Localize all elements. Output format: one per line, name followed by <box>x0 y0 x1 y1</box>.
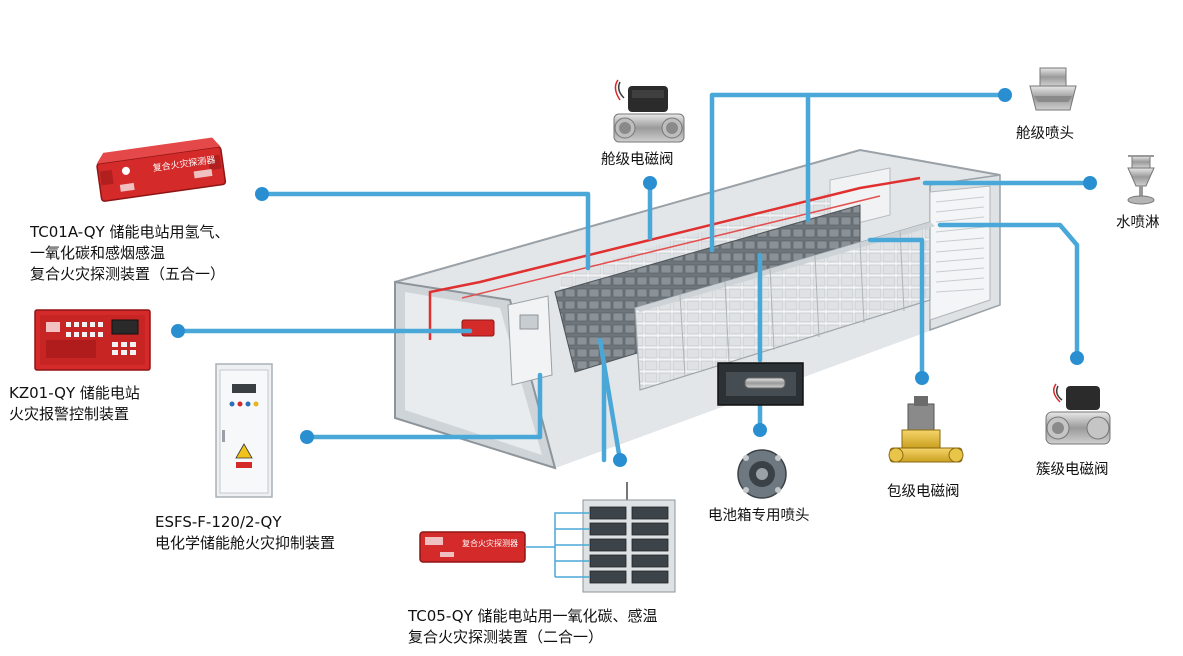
line-tc01a <box>259 191 591 271</box>
dot-tc01a <box>255 187 269 201</box>
label-kz01-line1: KZ01-QY 储能电站 <box>9 384 140 402</box>
connector-lines <box>175 92 1093 463</box>
dot-kz01 <box>171 324 185 338</box>
line-cabin-nozzle <box>709 92 1008 253</box>
battery-container <box>394 148 1001 470</box>
esfs-cabinet-image <box>215 363 273 498</box>
dot-esfs <box>300 430 314 444</box>
control-cabinet <box>507 295 553 386</box>
box-nozzle-image <box>717 362 804 499</box>
line-esfs <box>304 372 543 440</box>
cabin-valve-image <box>613 79 685 143</box>
line-tc05 <box>597 337 623 463</box>
label-tc01a-line2: 一氧化碳和感烟感温 <box>30 244 166 262</box>
fire-pipe <box>428 176 921 340</box>
label-tc05: TC05-QY 储能电站用一氧化碳、感温 复合火灾探测装置（二合一） <box>408 606 658 648</box>
label-tc05-line1: TC05-QY 储能电站用一氧化碳、感温 <box>408 607 658 625</box>
pack-valve-image <box>888 396 964 463</box>
label-esfs: ESFS-F-120/2-QY 电化学储能舱火灾抑制装置 <box>155 512 335 554</box>
label-box-nozzle: 电池箱专用喷头 <box>708 508 810 524</box>
label-kz01-line2: 火灾报警控制装置 <box>9 405 130 423</box>
label-tc01a-line1: TC01A-QY 储能电站用氢气、 <box>30 223 230 241</box>
container-detector <box>461 319 495 337</box>
label-sprinkler: 水喷淋 <box>1116 215 1160 231</box>
dot-sprinkler <box>1083 176 1097 190</box>
label-tc01a: TC01A-QY 储能电站用氢气、 一氧化碳和感烟感温 复合火灾探测装置（五合一… <box>30 222 229 285</box>
dot-box-nozzle <box>753 423 767 437</box>
label-kz01: KZ01-QY 储能电站 火灾报警控制装置 <box>9 383 140 425</box>
label-esfs-line2: 电化学储能舱火灾抑制装置 <box>155 534 336 552</box>
tc05-detector-image: 复合火灾探测器 <box>419 531 526 563</box>
dot-tc05 <box>613 453 627 467</box>
dot-cluster-valve <box>1070 351 1084 365</box>
tc05-battery-rack <box>525 482 676 593</box>
hvac-unit <box>929 185 991 321</box>
kz01-controller-image <box>34 309 151 371</box>
line-cluster-valve <box>937 222 1080 361</box>
label-cluster-valve: 簇级电磁阀 <box>1036 462 1109 478</box>
dot-cabin-valve <box>643 176 657 190</box>
label-esfs-line1: ESFS-F-120/2-QY <box>155 513 282 531</box>
cabin-nozzle-image <box>1029 67 1077 111</box>
label-tc01a-line3: 复合火灾探测装置（五合一） <box>30 265 226 283</box>
label-tc05-line2: 复合火灾探测装置（二合一） <box>408 628 604 646</box>
connector-dots <box>171 88 1097 467</box>
sprinkler-image <box>1127 155 1155 205</box>
cluster-valve-image <box>1045 383 1111 445</box>
detector-small-title-text: 复合火灾探测器 <box>462 538 518 548</box>
dot-pack-valve <box>915 371 929 385</box>
dot-cabin-nozzle <box>998 88 1012 102</box>
tc01a-detector-image: 复合火灾探测器 <box>96 137 227 202</box>
label-cabin-valve: 舱级电磁阀 <box>601 152 674 168</box>
line-pack-valve <box>867 237 925 381</box>
label-cabin-nozzle: 舱级喷头 <box>1016 126 1074 142</box>
label-pack-valve: 包级电磁阀 <box>887 484 960 500</box>
